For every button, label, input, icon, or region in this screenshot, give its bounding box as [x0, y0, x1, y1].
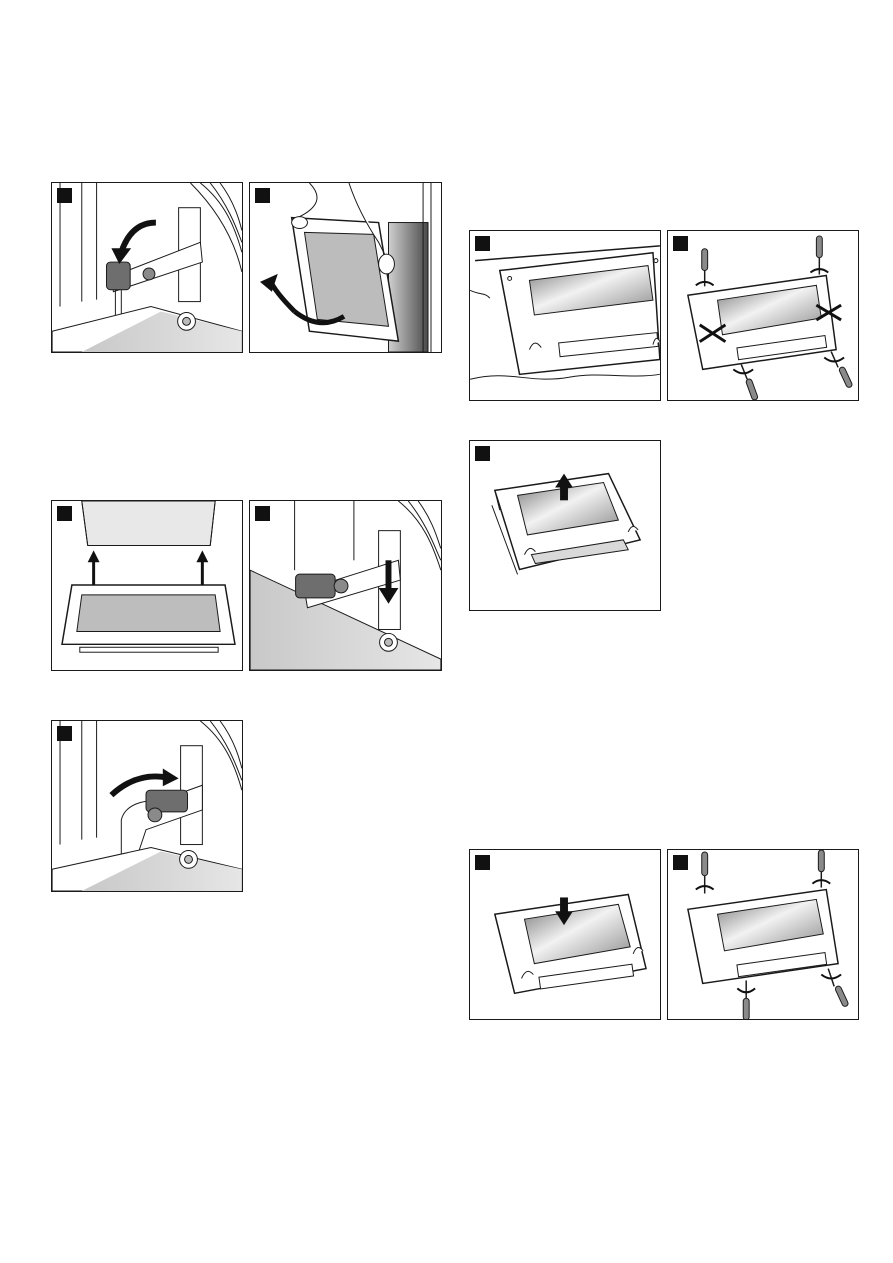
figure-fit-door-onto-hinges	[51, 500, 243, 671]
step-marker	[475, 236, 490, 251]
step-marker	[673, 236, 688, 251]
figure-lift-out-inner-glass	[469, 440, 661, 611]
hinge-lever-fold-back-illustration	[52, 721, 242, 891]
hinge-lever-fold-down-illustration	[52, 183, 242, 352]
step-marker	[475, 446, 490, 461]
unscrew-door-panel-illustration	[668, 231, 858, 400]
figure-screw-door-panel-back	[667, 849, 859, 1020]
hinge-lever-lock-illustration	[250, 501, 441, 670]
step-marker	[255, 188, 270, 203]
figure-lift-door-off-hinges	[249, 182, 442, 353]
step-marker	[57, 506, 72, 521]
fit-door-onto-hinges-illustration	[52, 501, 242, 670]
step-marker	[57, 726, 72, 741]
figure-hinge-lever-fold-down	[51, 182, 243, 353]
step-marker	[57, 188, 72, 203]
figure-hinge-lever-fold-back	[51, 720, 243, 892]
lift-door-off-hinges-illustration	[250, 183, 441, 352]
door-panel-removed-illustration	[470, 231, 660, 400]
figure-hinge-lever-lock	[249, 500, 442, 671]
figure-unscrew-door-panel	[667, 230, 859, 401]
insert-inner-glass-illustration	[470, 850, 660, 1019]
screw-door-panel-back-illustration	[668, 850, 858, 1019]
lift-out-inner-glass-illustration	[470, 441, 660, 610]
step-marker	[673, 855, 688, 870]
figure-door-panel-removed	[469, 230, 661, 401]
step-marker	[475, 855, 490, 870]
step-marker	[255, 506, 270, 521]
figure-insert-inner-glass	[469, 849, 661, 1020]
